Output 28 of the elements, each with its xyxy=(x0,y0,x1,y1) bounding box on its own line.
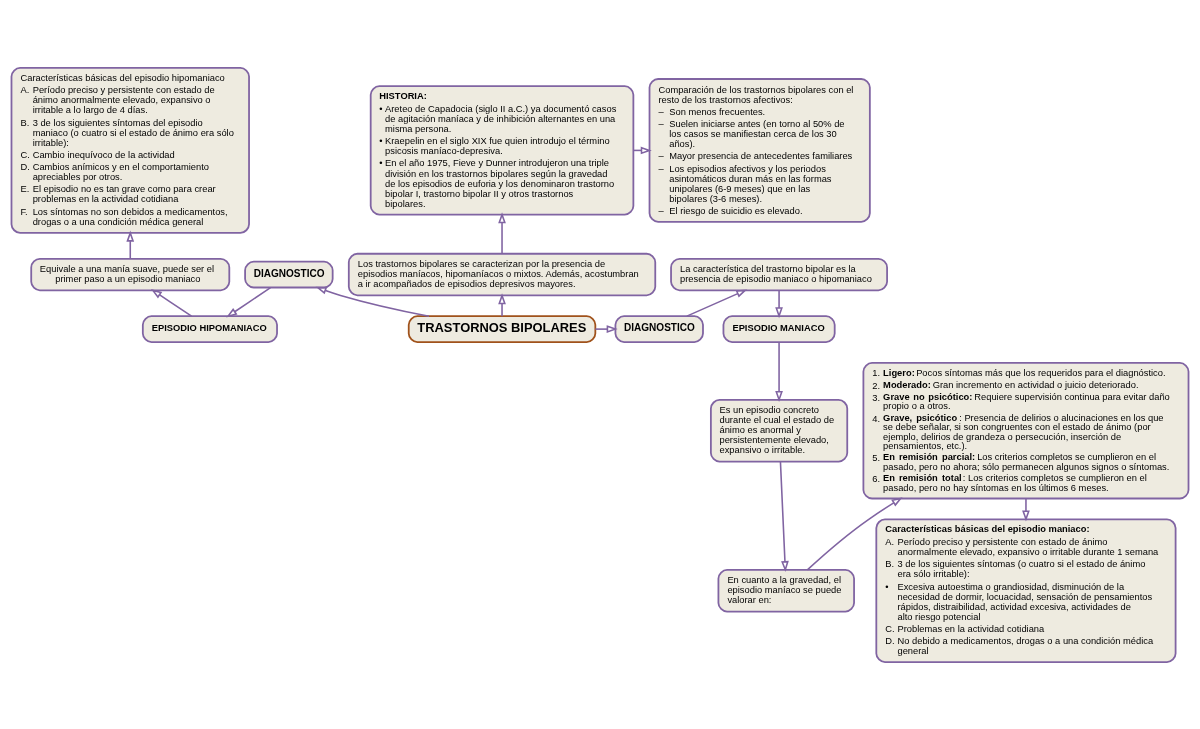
arrow xyxy=(226,286,272,317)
node-box: Características básicas del episodio maniaco: A. Período preciso y persistente con estado de ánimo anormalmente elevado, expansivo o irritable durante 1 semana B. 3 de los siguientes síntomas (o cuatro si el estado de ánimo era sólo irritable): • Excesiva autoestima o grandiosidad, disminución de la necesidad de dormir, locuacidad, sensación de pensamientos rápidos, distraibilidad, actividad excesiva, actividades de alto riesgo potencial C. Problemas en la actividad cotidiana D. No debido a medicamentos, drogas o a una condición médica general xyxy=(875,517,1177,663)
arrow xyxy=(806,496,903,571)
node-box: DIAGNOSTICO xyxy=(244,260,334,288)
node-box: 1. Ligero: Pocos síntomas más que los requeridos para el diagnóstico. 2. Moderado: Gran incremento en actividad o juicio deteriorado. 3. Grave no psicótico: Requiere supervisión continua para evitar daño propio o a otros. 4. Grave, psicótico: Presencia de delirios o alucinaciones en los que se debe señalar, si son congruentes con el estado de ánimo (por ejemplo, delirios de grandeza o persecución, inserción de pensamientos, etc.). 5. En remisión parcial: Los criterios completos se cumplieron en el pasado, pero no ahora; sólo permanecen algunos signos o síntomas. 6. En remisión total: Los criterios completos se cumplieron en el pasado, pero no hay síntomas en los últimos 6 meses. xyxy=(862,361,1190,499)
node-box: TRASTORNOS BIPOLARES xyxy=(407,314,597,343)
node-box: EPISODIO HIPOMANIACO xyxy=(141,314,278,343)
node-box: Características básicas del episodio hipomaniaco A. Período preciso y persistente con estado de ánimo anormalmente elevado, expansivo o irritable a lo largo de 4 días. B. 3 de los siguientes síntomas del episodio maniaco (o cuatro si el estado de ánimo era sólo irritable): C. Cambio inequívoco de la actividad D. Cambios anímicos y en el comportamiento apreciables por otros. E. El episodio no es tan grave como para crear problemas en la actividad cotidiana F. Los síntomas no son debidos a medicamentos, drogas o a una condición médica general xyxy=(10,66,250,234)
arrow xyxy=(498,292,506,317)
arrow xyxy=(150,288,193,317)
node-box: En cuanto a la gravedad, el episodio maníaco se puede valorar en: xyxy=(717,568,855,612)
arrow xyxy=(1022,497,1030,521)
node-box: Los trastornos bipolares se caracterizan por la presencia de episodios maníacos, hipomaníacos o mixtos. Además, acostumbran a ir acompañados de episodios depresivos mayores. xyxy=(347,252,657,296)
node-box: Equivale a una manía suave, puede ser el primer paso a un episodio maniaco xyxy=(30,257,231,291)
node-box: Es un episodio concreto durante el cual el estado de ánimo es anormal y persistentemente elevado, expansivo o irritable. xyxy=(710,398,849,462)
arrow xyxy=(126,230,135,260)
arrow xyxy=(775,289,783,318)
node-box: HISTORIA: • Areteo de Capadocia (siglo II a.C.) ya documentó casos de agitación maníaca y de inhibición alternantes en una misma persona. • Kraepelin en el siglo XIX fue quien introdujo el término psicosis maníaco-depresiva. • En el año 1975, Fieve y Dunner introdujeron una triple división en los trastornos bipolares según la gravedad de los episodios de euforia y los denominaron trastorno bipolar I, trastorno bipolar II y otros trastornos bipolares. xyxy=(369,84,635,216)
arrow xyxy=(315,286,430,317)
node-box: DIAGNOSTICO xyxy=(614,314,704,343)
arrow xyxy=(775,340,783,402)
arrow xyxy=(498,211,506,254)
node-box: Comparación de los trastornos bipolares con el resto de los trastornos afectivos: – Son menos frecuentes. – Suelen iniciarse antes (en torno al 50% de los casos se manifiestan cerca de los 30 años). – Mayor presencia de antecedentes familiares – Los episodios afectivos y los periodos asintomáticos duran más en las formas unipolares (6-9 meses) que en las bipolares (3-6 meses). – El riesgo de suicidio es elevado. xyxy=(648,77,871,223)
arrow xyxy=(594,324,618,333)
node-box: EPISODIO MANIACO xyxy=(722,314,836,343)
arrow xyxy=(779,460,789,572)
node-box: La característica del trastorno bipolar es la presencia de episodio maniaco o hipomaniaco xyxy=(670,257,888,291)
arrow xyxy=(686,288,748,317)
